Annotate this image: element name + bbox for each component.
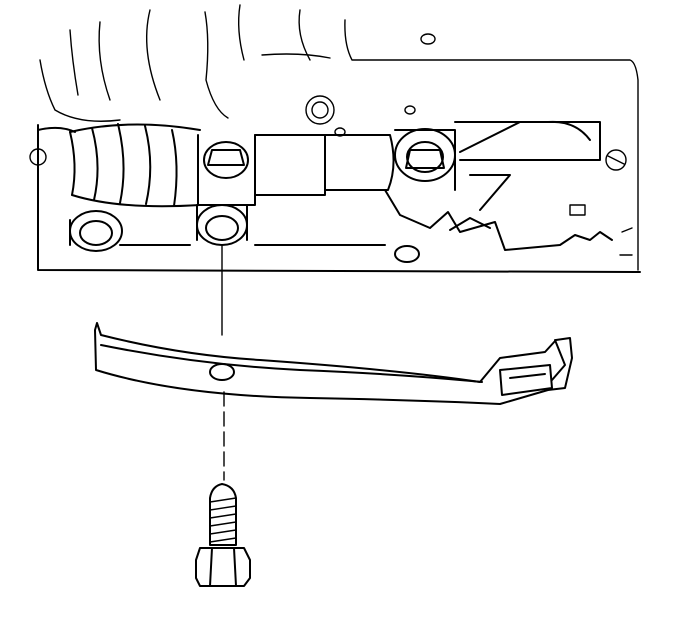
bolt bbox=[195, 483, 251, 587]
valve-body bbox=[29, 4, 641, 273]
bracket bbox=[94, 322, 573, 405]
bracket-mounting-hole bbox=[209, 363, 235, 381]
